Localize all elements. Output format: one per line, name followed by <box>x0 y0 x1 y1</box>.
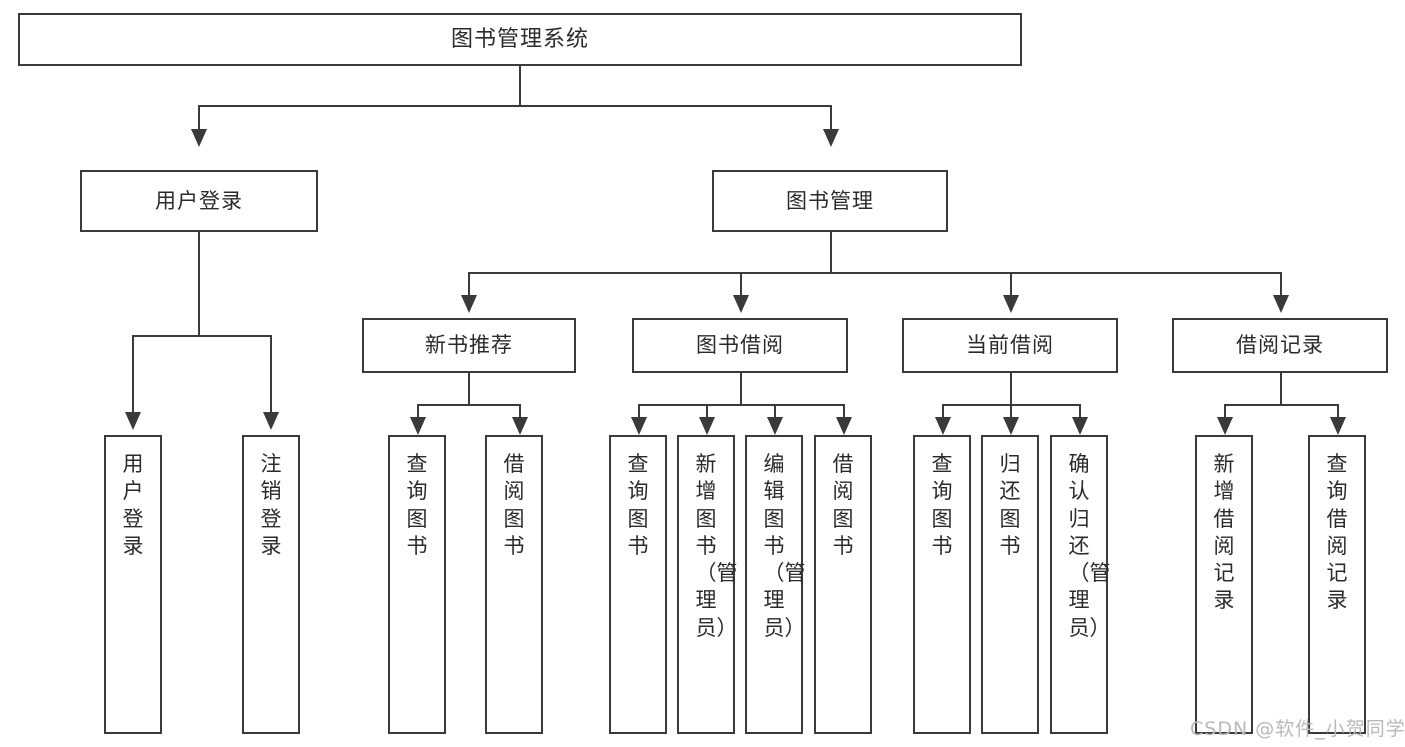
connector-root-bus <box>198 105 831 107</box>
arrow-to-leaf-logout <box>263 412 279 430</box>
arrow-to-new-book-recommend <box>461 295 477 313</box>
leaf-label: 归还图书 <box>999 452 1021 558</box>
arrow-to-leaf-cb-1 <box>935 417 951 435</box>
node-borrow-record[interactable]: 借阅记录 <box>1172 318 1388 373</box>
node-label: 图书管理系统 <box>450 26 589 52</box>
leaf-bb-edit-book[interactable]: 编辑图书（管理员） <box>745 435 806 734</box>
connector-br-drop-2 <box>1337 404 1339 417</box>
arrow-to-leaf-nbr-2 <box>512 417 528 435</box>
connector-root-drop-left <box>198 105 200 129</box>
arrow-to-leaf-bb-2 <box>699 417 715 435</box>
connector-book-manage-stem <box>830 232 832 272</box>
connector-user-login-stem <box>198 232 200 335</box>
leaf-label: 查询借阅记录 <box>1326 452 1348 613</box>
connector-bb-drop-3 <box>774 404 776 417</box>
node-label: 借阅记录 <box>1236 333 1324 358</box>
leaf-bb-add-book[interactable]: 新增图书（管理员） <box>677 435 738 734</box>
leaf-cb-confirm-return[interactable]: 确认归还（管理员） <box>1050 435 1111 734</box>
connector-root-drop-right <box>830 105 832 129</box>
leaf-cb-return-book[interactable]: 归还图书 <box>981 435 1039 734</box>
connector-nbr-drop-1 <box>417 404 419 417</box>
arrow-to-leaf-br-1 <box>1217 417 1233 435</box>
node-user-login[interactable]: 用户登录 <box>80 170 318 232</box>
leaf-label: 借阅图书 <box>832 452 854 558</box>
arrow-to-borrow-record <box>1273 295 1289 313</box>
connector-bb-drop-1 <box>638 404 640 417</box>
node-label: 图书借阅 <box>696 333 784 358</box>
node-label: 图书管理 <box>786 188 874 213</box>
leaf-nbr-borrow-book[interactable]: 借阅图书 <box>485 435 543 734</box>
arrow-to-leaf-bb-1 <box>631 417 647 435</box>
node-book-borrow[interactable]: 图书借阅 <box>632 318 848 373</box>
leaf-logout[interactable]: 注销登录 <box>242 435 300 734</box>
node-label: 用户登录 <box>155 188 243 213</box>
connector-bb-stem <box>740 373 742 404</box>
leaf-label: 借阅图书 <box>503 452 525 558</box>
connector-nbr-drop-2 <box>519 404 521 417</box>
leaf-br-add-record[interactable]: 新增借阅记录 <box>1195 435 1253 734</box>
leaf-label: 查询图书 <box>627 452 649 558</box>
node-new-book-recommend[interactable]: 新书推荐 <box>362 318 576 373</box>
leaf-bb-query-book[interactable]: 查询图书 <box>609 435 667 734</box>
leaf-label: 编辑图书（管理员） <box>763 452 806 640</box>
connector-cb-stem <box>1010 373 1012 404</box>
connector-bb-drop-4 <box>843 404 845 417</box>
csdn-watermark: CSDN @软件_小贺同学 <box>1190 718 1405 740</box>
arrow-to-leaf-bb-3 <box>767 417 783 435</box>
leaf-label: 注销登录 <box>260 452 282 558</box>
leaf-cb-query-book[interactable]: 查询图书 <box>913 435 971 734</box>
connector-book-manage-bus <box>468 272 1280 274</box>
arrow-to-current-borrow <box>1003 295 1019 313</box>
arrow-to-leaf-nbr-1 <box>410 417 426 435</box>
connector-nbr-stem <box>468 373 470 404</box>
node-current-borrow[interactable]: 当前借阅 <box>902 318 1118 373</box>
arrow-to-book-borrow <box>733 295 749 313</box>
arrow-to-book-manage <box>823 129 839 147</box>
node-label: 新书推荐 <box>425 333 513 358</box>
arrow-to-user-login <box>191 129 207 147</box>
connector-user-login-bus <box>132 335 270 337</box>
leaf-label: 新增图书（管理员） <box>695 452 738 640</box>
connector-user-login-drop-1 <box>132 335 134 412</box>
arrow-to-leaf-bb-4 <box>836 417 852 435</box>
leaf-label: 查询图书 <box>406 452 428 558</box>
arrow-to-leaf-br-2 <box>1330 417 1346 435</box>
connector-user-login-drop-2 <box>270 335 272 412</box>
connector-nbr-bus <box>417 404 519 406</box>
connector-cb-drop-2 <box>1010 404 1012 417</box>
leaf-label: 查询图书 <box>931 452 953 558</box>
connector-br-stem <box>1280 373 1282 404</box>
connector-bb-bus <box>638 404 843 406</box>
connector-cb-drop-3 <box>1079 404 1081 417</box>
node-label: 当前借阅 <box>966 333 1054 358</box>
node-root-system[interactable]: 图书管理系统 <box>18 13 1022 66</box>
connector-bb-drop-2 <box>706 404 708 417</box>
connector-br-bus <box>1224 404 1337 406</box>
leaf-label: 新增借阅记录 <box>1213 452 1235 613</box>
connector-cb-drop-1 <box>942 404 944 417</box>
connector-bm-drop-4 <box>1280 272 1282 295</box>
connector-root-stem <box>519 66 521 105</box>
node-book-manage[interactable]: 图书管理 <box>712 170 948 232</box>
leaf-label: 用户登录 <box>122 452 144 558</box>
arrow-to-leaf-cb-2 <box>1003 417 1019 435</box>
connector-bm-drop-1 <box>468 272 470 295</box>
arrow-to-leaf-cb-3 <box>1072 417 1088 435</box>
connector-bm-drop-2 <box>740 272 742 295</box>
leaf-nbr-query-book[interactable]: 查询图书 <box>388 435 446 734</box>
leaf-label: 确认归还（管理员） <box>1068 452 1111 640</box>
leaf-bb-borrow-book[interactable]: 借阅图书 <box>814 435 872 734</box>
leaf-user-login[interactable]: 用户登录 <box>104 435 162 734</box>
leaf-br-query-record[interactable]: 查询借阅记录 <box>1308 435 1366 734</box>
connector-br-drop-1 <box>1224 404 1226 417</box>
connector-bm-drop-3 <box>1010 272 1012 295</box>
arrow-to-leaf-user-login <box>125 412 141 430</box>
